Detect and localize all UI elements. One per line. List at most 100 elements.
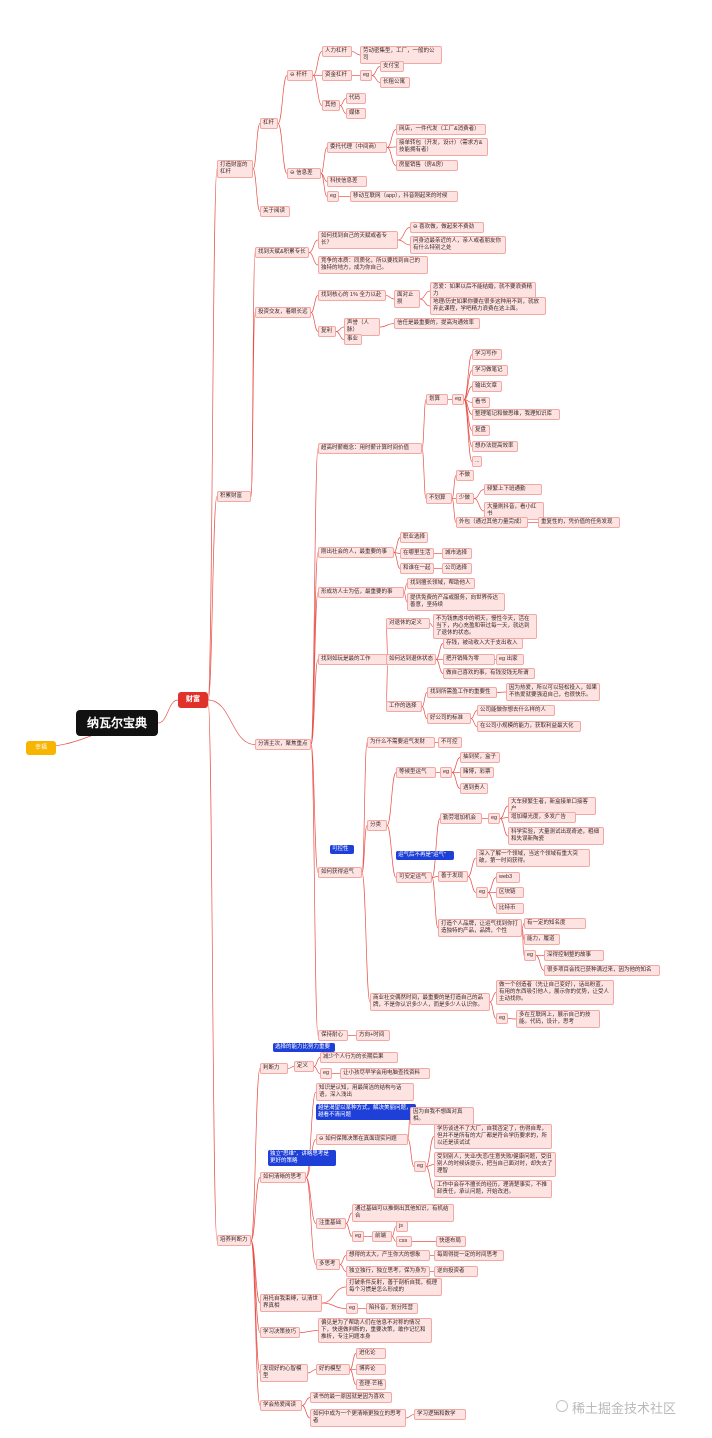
- mindmap-node[interactable]: eg 出家: [496, 654, 524, 665]
- mindmap-node[interactable]: 代码: [346, 93, 366, 104]
- mindmap-node[interactable]: css: [396, 1236, 412, 1247]
- mindmap-node[interactable]: 媒体: [346, 108, 366, 119]
- mindmap-node[interactable]: 有一定的知名度: [524, 918, 586, 929]
- mindmap-node[interactable]: 不做: [456, 470, 474, 481]
- mindmap-node[interactable]: 面对止损: [394, 290, 420, 308]
- mindmap-node[interactable]: 多思考: [316, 1259, 340, 1270]
- mindmap-node[interactable]: eg: [452, 394, 464, 405]
- mindmap-node[interactable]: eg: [476, 887, 488, 898]
- mindmap-node[interactable]: 找到如玩是最的工作: [318, 654, 388, 665]
- mindmap-node[interactable]: 想得的太大，产生你大的想象: [346, 1250, 430, 1261]
- mindmap-node[interactable]: 公司能做你想去什么样的人: [477, 705, 555, 716]
- mindmap-node[interactable]: 运气后不再是"运气": [396, 851, 454, 860]
- mindmap-node[interactable]: 找到擅长领域，帮助他人: [407, 578, 475, 589]
- mindmap-node[interactable]: 找到核心的 1% 全力以赴: [318, 290, 386, 301]
- mindmap-node[interactable]: 关于阅读: [260, 206, 290, 217]
- root-node[interactable]: 纳瓦尔宝典: [76, 710, 158, 736]
- mindmap-node[interactable]: eg: [488, 813, 500, 824]
- mindmap-node[interactable]: 在公司小规模的能力，获取利益最大化: [477, 721, 581, 732]
- mindmap-node[interactable]: 科学实验，大量测试出现奇迹，粗细和失误新陶瓷: [508, 827, 604, 845]
- mindmap-node[interactable]: 发现好的心智模型: [260, 1364, 308, 1382]
- mindmap-node[interactable]: 科技信息差: [327, 176, 367, 187]
- mindmap-node[interactable]: 抽到奖，盒子: [460, 752, 500, 763]
- mindmap-node[interactable]: 学历谈进不了大厂，自我否定了，伤得自卑，但并不是所有的大厂都是符合学历要求的，所…: [434, 1124, 552, 1149]
- mindmap-node[interactable]: 因为自我不想面对真相。: [410, 1107, 474, 1125]
- mindmap-node[interactable]: 让小孩尽早学会用电脑查找资料: [340, 1068, 430, 1079]
- mindmap-node[interactable]: 超高时薪概念：用时薪计算时间价值: [318, 443, 422, 454]
- mindmap-node[interactable]: 如何获得运气: [318, 867, 362, 878]
- mindmap-node[interactable]: ⊖ 喜欢做，做起来不费劲: [410, 222, 484, 233]
- mindmap-node[interactable]: 赌博，彩票: [460, 767, 494, 778]
- mindmap-node[interactable]: eg: [496, 1013, 508, 1024]
- mindmap-node[interactable]: 划算: [426, 394, 448, 405]
- mindmap-node[interactable]: 整理笔记和做思维，我理知识库: [472, 409, 560, 420]
- mindmap-node[interactable]: 如何中成为一个更清晰更独立的思考者: [310, 1409, 406, 1427]
- mindmap-node[interactable]: 很多项目会找已获种满过来，因为他的知名: [544, 965, 660, 976]
- hub-node[interactable]: 财富: [178, 692, 208, 708]
- mindmap-node[interactable]: 接单转包（开发，设计）（需求方&技能拥有者）: [396, 138, 488, 156]
- mindmap-node[interactable]: 独立独行，独立思考，保为身为: [346, 1266, 430, 1277]
- mindmap-node[interactable]: eg: [320, 1068, 332, 1079]
- mindmap-node[interactable]: 为什么不需要运气发财: [367, 737, 435, 748]
- mindmap-node[interactable]: 通过基础可以推倒出其他知识，有机结合: [352, 1204, 454, 1222]
- mindmap-node[interactable]: 地理/历史如果你要在很多这种用不到，就放弃此课程，学吧精力浪费在这上面。: [430, 297, 546, 315]
- mindmap-node[interactable]: 工作中会存不擅长的经历，理清楚事实，不推卸责任，承认问题，开始改进。: [434, 1180, 552, 1198]
- mindmap-node[interactable]: 培养判断力: [217, 1235, 251, 1246]
- mindmap-node[interactable]: eg: [524, 950, 536, 961]
- mindmap-node[interactable]: 做一个创造者（先让自己变好），话出粉蓝，有用的东西吸引他人，展示你的优势，让受人…: [496, 980, 614, 1005]
- mindmap-node[interactable]: 用托自我束缚，认清世界真相: [260, 1294, 322, 1312]
- mindmap-node[interactable]: 想办法提高效率: [472, 441, 518, 452]
- mindmap-node[interactable]: 重复性的，凭价值的任务发现: [538, 517, 620, 528]
- mindmap-node[interactable]: 能力，履道: [524, 934, 560, 945]
- mindmap-node[interactable]: 学习决策技巧: [260, 1327, 300, 1338]
- mindmap-node[interactable]: 打破条件反射，善于剖析自我，梳理每个习惯是怎么形成的: [346, 1278, 442, 1296]
- mindmap-node[interactable]: 人力杠杆: [322, 46, 352, 57]
- mindmap-node[interactable]: 选择的能力比努力重要: [273, 1043, 335, 1052]
- mindmap-node[interactable]: 增加曝光度，多发广告: [508, 812, 576, 823]
- mindmap-node[interactable]: 不划算: [426, 493, 452, 504]
- mindmap-node[interactable]: 注重基础: [316, 1218, 346, 1229]
- mindmap-node[interactable]: 事业: [344, 334, 362, 345]
- mindmap-node[interactable]: 独立"思维"，讲略思考是更好的策略: [268, 1150, 336, 1166]
- mindmap-node[interactable]: 形成坊人士为伍，最重要的事: [318, 587, 404, 598]
- mindmap-node[interactable]: 提供免费的产品或服务，向世界传达善意，坚持续: [407, 593, 505, 611]
- mindmap-node[interactable]: 问身边最亲近的人，亲人或者朋友你有什么特别之处: [410, 236, 506, 254]
- mindmap-node[interactable]: ...: [472, 456, 482, 467]
- mindmap-node[interactable]: 不为钱焦虑中的明天，慢性今天，活在当下，内心充盈和带过每一天，就达到了退休的状态…: [433, 614, 537, 639]
- mindmap-node[interactable]: 分清主次，聚焦重点: [255, 739, 311, 750]
- mindmap-node[interactable]: 复盘: [472, 425, 490, 436]
- mindmap-node[interactable]: 可控性: [330, 845, 354, 854]
- mindmap-node[interactable]: ⊖ 杆杆: [287, 70, 313, 81]
- mindmap-node[interactable]: 学习逻辑和数学: [414, 1409, 466, 1420]
- mindmap-node[interactable]: 频繁上下班通勤: [484, 484, 542, 495]
- mindmap-node[interactable]: 等候型运气: [396, 767, 436, 778]
- mindmap-node[interactable]: 减少个人行为的长期后果: [320, 1052, 398, 1063]
- mindmap-node[interactable]: 工作的选择: [386, 701, 422, 712]
- mindmap-node[interactable]: 存钱，被动收入大于支出收入: [443, 638, 523, 649]
- mindmap-node[interactable]: 公司选择: [442, 563, 472, 574]
- mindmap-node[interactable]: 前端: [372, 1231, 392, 1242]
- mindmap-node[interactable]: 网店，一件代发（工厂&消费者）: [396, 124, 486, 135]
- mindmap-node[interactable]: 不可控: [438, 737, 462, 748]
- mindmap-node[interactable]: 受到别人，失业/失恋/生意失败/健康问题，受旧别人的时候诉提示，把当自己面对时，…: [434, 1152, 556, 1177]
- mindmap-node[interactable]: 在哪里生活: [400, 548, 434, 559]
- mindmap-node[interactable]: eg: [346, 1303, 358, 1314]
- mindmap-node[interactable]: 比特币: [496, 903, 524, 914]
- mindmap-node[interactable]: eg: [440, 767, 452, 778]
- mindmap-node[interactable]: 声誉（人脉）: [344, 318, 380, 336]
- mindmap-node[interactable]: 区块链: [496, 887, 524, 898]
- mindmap-node[interactable]: 偏见是为了帮助人们在信息不对称的情况下，快速做判断的，重要决策，敢作记忆和推析，…: [318, 1318, 432, 1343]
- mindmap-node[interactable]: 好公司的标准: [427, 713, 471, 724]
- mindmap-node[interactable]: 读书的最一原因就是因为喜欢: [310, 1392, 392, 1403]
- mindmap-node[interactable]: eg: [352, 1231, 364, 1242]
- mindmap-node[interactable]: ⊖ 如何保障决策在真面现实问题: [316, 1134, 408, 1145]
- mindmap-node[interactable]: 陷抖音，划分阵营: [366, 1303, 418, 1314]
- mindmap-node[interactable]: 商业社交偶然时间，最重要的是打造自己的品牌，不是你认识多少人，而是多少人认识你。: [370, 993, 490, 1011]
- mindmap-node[interactable]: 长租公寓: [380, 77, 410, 88]
- mindmap-node[interactable]: 输出文章: [472, 381, 502, 392]
- mindmap-node[interactable]: 积累财富: [217, 491, 251, 502]
- mindmap-node[interactable]: 如何找到自己的天赋或者专长？: [318, 231, 398, 249]
- mindmap-node[interactable]: 每周得提一定的时间思考: [434, 1250, 504, 1261]
- mindmap-node[interactable]: 投资交友，着眼长远: [255, 307, 311, 318]
- mindmap-node[interactable]: 信任是最重要的，提高沟通效率: [394, 318, 480, 329]
